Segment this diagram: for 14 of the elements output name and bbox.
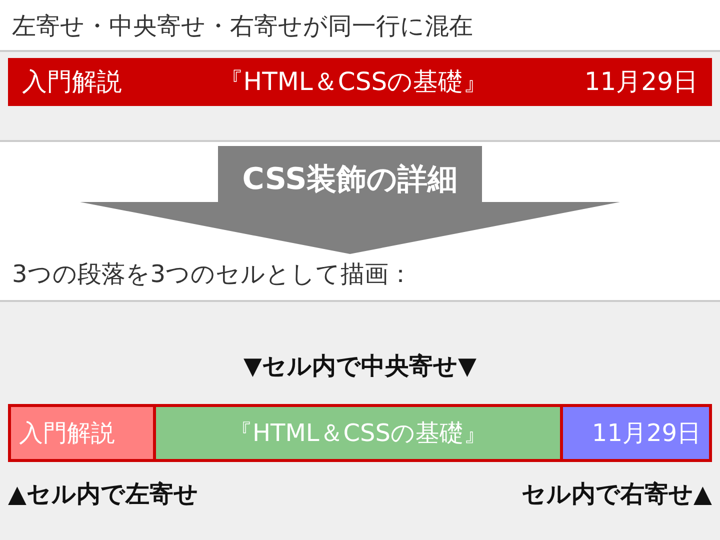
body-text: 左寄せ・中央寄せ・右寄せが同一行に混在 xyxy=(12,11,473,42)
banner-text: 『HTML＆CSSの基礎』 xyxy=(218,66,488,98)
alignment-caption: ▲セル内で左寄せ xyxy=(8,479,198,510)
banner-text: 11月29日 xyxy=(584,66,698,98)
down-arrow xyxy=(80,146,620,254)
alignment-caption: ▼セル内で中央寄せ▼ xyxy=(244,351,476,382)
table-cell: 入門解説 xyxy=(8,404,156,462)
alignment-caption: セル内で右寄せ▲ xyxy=(522,479,712,510)
banner-text: 入門解説 xyxy=(22,66,122,98)
body-text: 3つの段落を3つのセルとして描画： xyxy=(12,259,413,290)
table-cell: 『HTML＆CSSの基礎』 xyxy=(153,404,563,462)
banner-bar xyxy=(8,58,712,106)
arrow-label: CSS装飾の詳細 xyxy=(242,161,458,199)
table-cell: 11月29日 xyxy=(560,404,712,462)
